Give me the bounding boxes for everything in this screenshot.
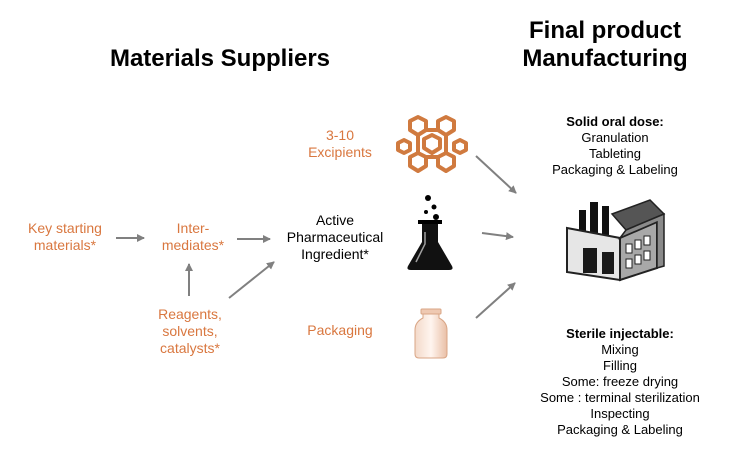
api-node: Active Pharmaceutical Ingredient* [275, 212, 395, 263]
excipients-line1: 3-10 [325, 127, 355, 143]
arrow-packaging-to-factory [475, 282, 516, 319]
arrow-api-to-factory [481, 232, 514, 241]
arrow-reagents-to-api [228, 261, 275, 299]
key-starting-line2: materials* [33, 237, 97, 253]
sterile-step: Some: freeze drying [561, 374, 679, 389]
solid-oral-step: Granulation [581, 130, 649, 145]
api-line3: Ingredient* [301, 246, 369, 262]
api-line2: Pharmaceutical [286, 229, 384, 245]
solid-oral-title: Solid oral dose: [566, 114, 664, 129]
intermediates-line1: Inter- [176, 220, 210, 236]
reagents-line1: Reagents, [158, 306, 222, 322]
reagents-line3: catalysts* [160, 340, 220, 356]
sterile-title: Sterile injectable: [566, 326, 674, 341]
key-starting-line1: Key starting [28, 220, 102, 236]
vial-icon [414, 308, 448, 359]
sterile-step: Packaging & Labeling [557, 422, 683, 437]
solid-oral-block: Solid oral dose: Granulation Tableting P… [520, 114, 710, 178]
reagents-line2: solvents, [162, 323, 218, 339]
packaging-node: Packaging [307, 322, 373, 338]
excipients-node: 3-10 Excipients [290, 127, 390, 161]
sterile-step: Inspecting [590, 406, 650, 421]
excipients-line2: Excipients [308, 144, 372, 160]
intermediates-line2: mediates* [161, 237, 225, 253]
sterile-step: Mixing [601, 342, 639, 357]
solid-oral-step: Tableting [588, 146, 642, 161]
molecule-icon [396, 115, 468, 173]
sterile-block: Sterile injectable: Mixing Filling Some:… [510, 326, 730, 438]
key-starting-materials: Key starting materials* [10, 220, 120, 254]
factory-icon [566, 199, 666, 282]
intermediates-node: Inter- mediates* [148, 220, 238, 254]
final-heading-line2: Manufacturing [522, 45, 688, 72]
api-line1: Active [315, 212, 355, 228]
solid-oral-step: Packaging & Labeling [552, 162, 678, 177]
flask-icon [407, 195, 453, 270]
sterile-step: Some : terminal sterilization [540, 390, 700, 405]
final-heading-line1: Final product [529, 17, 681, 44]
sterile-step: Filling [603, 358, 637, 373]
arrow-excipients-to-factory [475, 155, 517, 194]
final-manufacturing-heading: Final product Manufacturing [505, 17, 705, 73]
reagents-node: Reagents, solvents, catalysts* [140, 306, 240, 357]
materials-suppliers-heading: Materials Suppliers [109, 45, 331, 72]
